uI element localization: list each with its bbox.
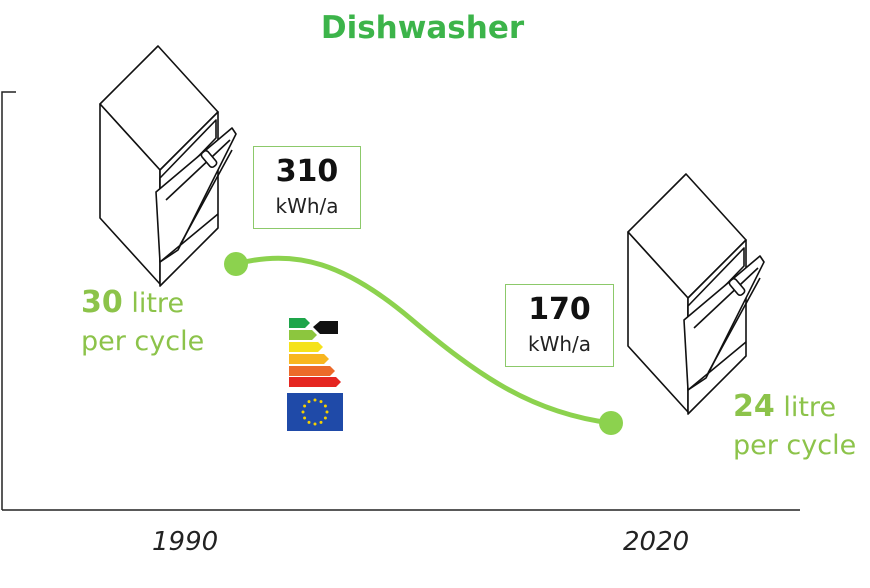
eu-star-icon [313,398,317,402]
data-point [599,411,623,435]
water-value: 30 [81,285,123,320]
energy-label-icon [289,318,341,387]
eu-star-icon [303,404,307,408]
data-label: 170 [528,292,591,327]
water-suffix: per cycle [733,430,857,461]
series-line [233,255,614,426]
water-suffix: per cycle [81,326,205,357]
water-note-1990: 30 litre per cycle [81,284,204,361]
data-label: 310 [275,154,339,189]
eu-star-icon [325,410,329,414]
eu-star-icon [319,420,323,424]
water-value: 24 [733,389,775,424]
eu-star-icon [313,422,317,426]
dishwasher-icon [627,173,765,415]
unit-label: kWh/a [527,332,592,356]
value-box-2020: 170 kWh/a [505,284,614,367]
eu-star-icon [301,410,305,414]
eu-star-icon [307,400,311,404]
eu-flag-icon [287,393,343,431]
x-tick-label: 1990 [152,527,219,557]
eu-star-icon [303,416,307,420]
unit-label: kWh/a [275,194,339,218]
value-box-1990: 310 kWh/a [253,146,361,229]
water-unit: litre [783,392,837,423]
chart-title: Dishwasher [320,10,525,46]
eu-star-icon [319,400,323,404]
water-note-2020: 24 litre per cycle [733,388,856,465]
water-unit: litre [131,288,185,319]
y-axis [1,91,16,510]
x-tick-label: 2020 [623,527,690,557]
eu-star-icon [323,404,327,408]
eu-star-icon [307,420,311,424]
eu-star-icon [323,416,327,420]
dishwasher-icon [99,45,237,287]
data-point [224,252,248,276]
